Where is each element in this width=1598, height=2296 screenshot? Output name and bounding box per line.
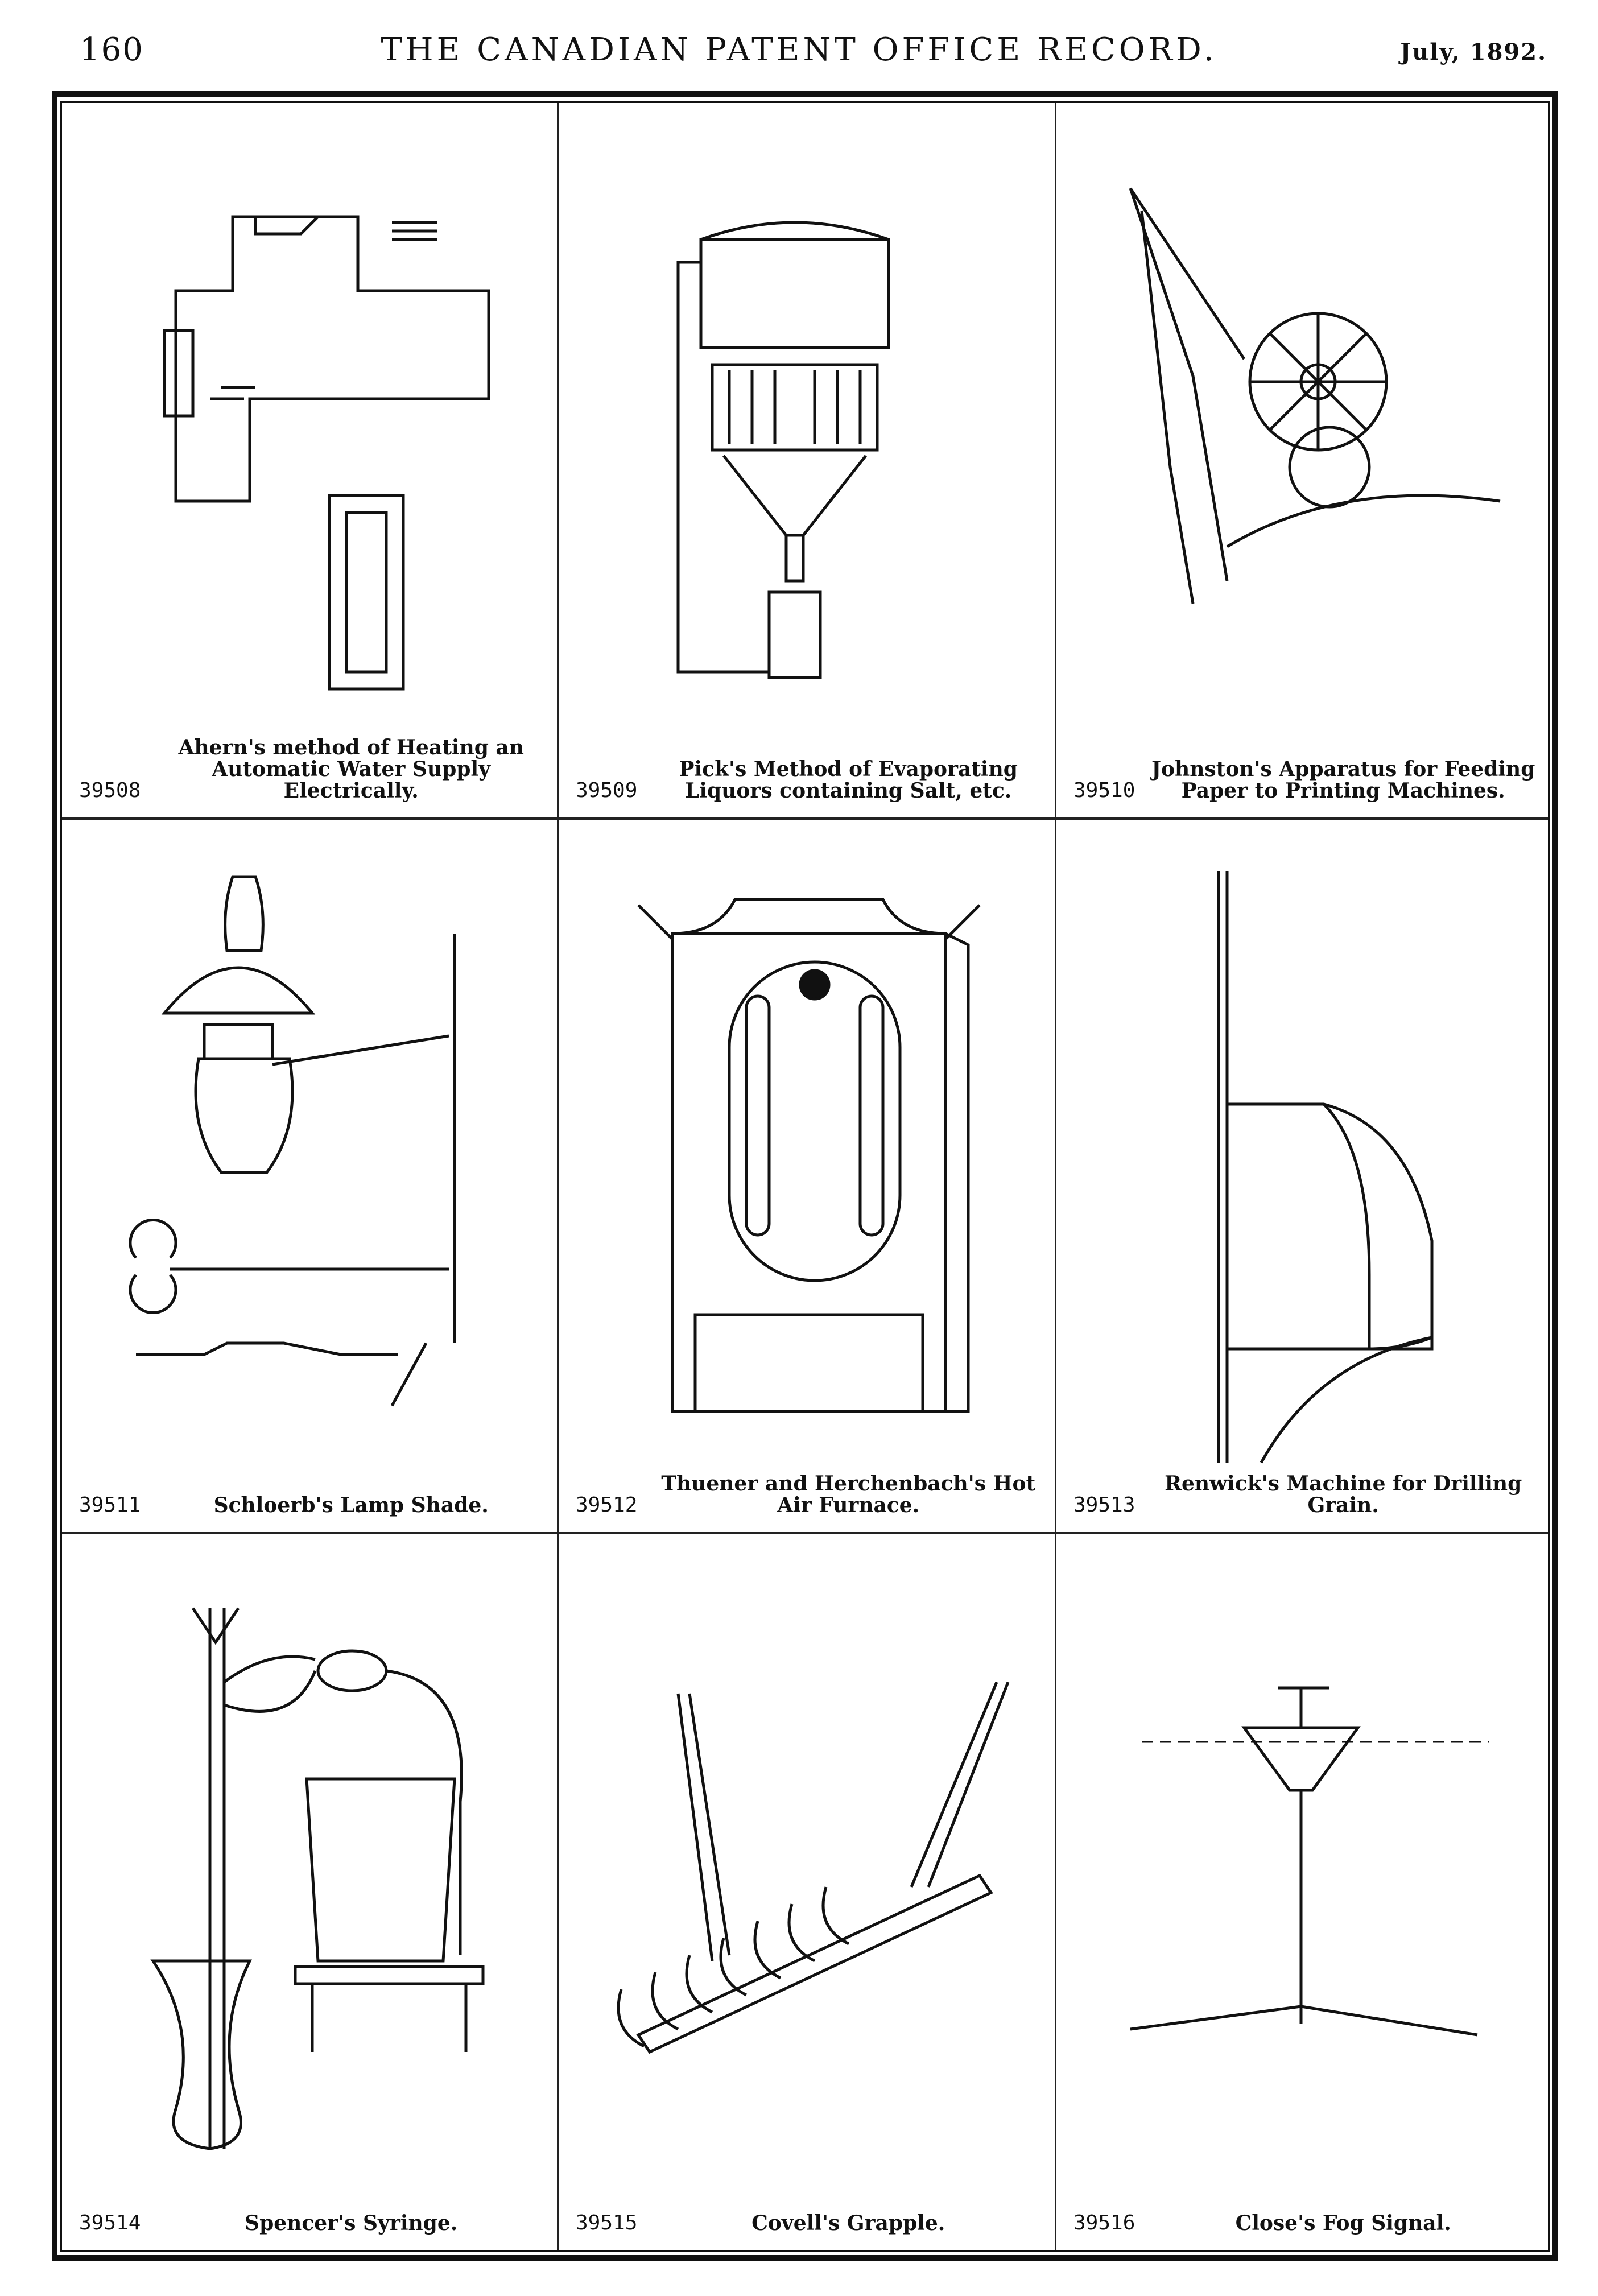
row-divider <box>62 817 1548 820</box>
patent-number: 39513 <box>1073 1493 1135 1517</box>
column-divider <box>557 103 559 2250</box>
patent-number: 39509 <box>576 779 638 802</box>
patent-title: Renwick's Machine for Drilling Grain. <box>1165 1472 1522 1517</box>
fog-signal-drawing <box>1130 1686 1489 2037</box>
patent-cell-39511: 39511 Schloerb's Lamp Shade. <box>62 820 557 1532</box>
furnace-drawing <box>637 898 981 1413</box>
patent-title: Spencer's Syringe. <box>245 2211 458 2235</box>
patent-cell-39508: 39508 Ahern's method of Heating an Automa… <box>62 103 557 817</box>
patent-title: Close's Fog Signal. <box>1235 2211 1451 2235</box>
grapple-drawing <box>617 1682 1010 2054</box>
row-divider <box>62 1532 1548 1534</box>
outer-frame <box>52 91 1558 2261</box>
patent-number: 39514 <box>79 2211 141 2235</box>
patent-cell-39514: 39514 Spencer's Syringe. <box>62 1534 557 2250</box>
patent-number: 39511 <box>79 1493 141 1517</box>
page-title: THE CANADIAN PATENT OFFICE RECORD. <box>381 31 1217 68</box>
patent-title: Johnston's Apparatus for Feeding Paper t… <box>1151 757 1535 803</box>
patent-title: Covell's Grapple. <box>751 2211 945 2235</box>
patent-title: Thuener and Herchenbach's Hot Air Furnac… <box>661 1472 1036 1517</box>
patent-title: Pick's Method of Evaporating Liquors con… <box>679 757 1018 803</box>
printing-feeder-drawing <box>1129 187 1501 604</box>
syringe-drawing <box>150 1607 485 2150</box>
column-divider <box>1055 103 1056 2250</box>
inner-frame <box>60 101 1550 2252</box>
patent-cell-39513: 39513 Renwick's Machine for Drilling Grai… <box>1056 820 1547 1532</box>
patent-cell-39510: 39510 Johnston's Apparatus for Feeding Pa… <box>1056 103 1547 817</box>
grain-drill-drawing <box>1217 871 1434 1464</box>
patent-title: Schloerb's Lamp Shade. <box>213 1493 489 1517</box>
patent-number: 39510 <box>1073 779 1135 802</box>
patent-cell-39516: 39516 Close's Fog Signal. <box>1056 1534 1547 2250</box>
patent-number: 39515 <box>576 2211 638 2235</box>
patent-number: 39512 <box>576 1493 638 1517</box>
water-heater-drawing <box>163 215 490 691</box>
patent-cell-39515: 39515 Covell's Grapple. <box>559 1534 1055 2250</box>
patent-cell-39509: 39509 Pick's Method of Evaporating Liquor… <box>559 103 1055 817</box>
patent-cell-39512: 39512 Thuener and Herchenbach's Hot Air F… <box>559 820 1055 1532</box>
patent-number: 39508 <box>79 779 141 802</box>
evaporator-drawing <box>676 221 890 679</box>
patent-number: 39516 <box>1073 2211 1135 2235</box>
patent-title: Ahern's method of Heating an Automatic W… <box>178 736 524 803</box>
page-number: 160 <box>80 31 144 68</box>
lamp-shade-drawing <box>129 875 456 1407</box>
issue-date: July, 1892. <box>1400 39 1547 65</box>
